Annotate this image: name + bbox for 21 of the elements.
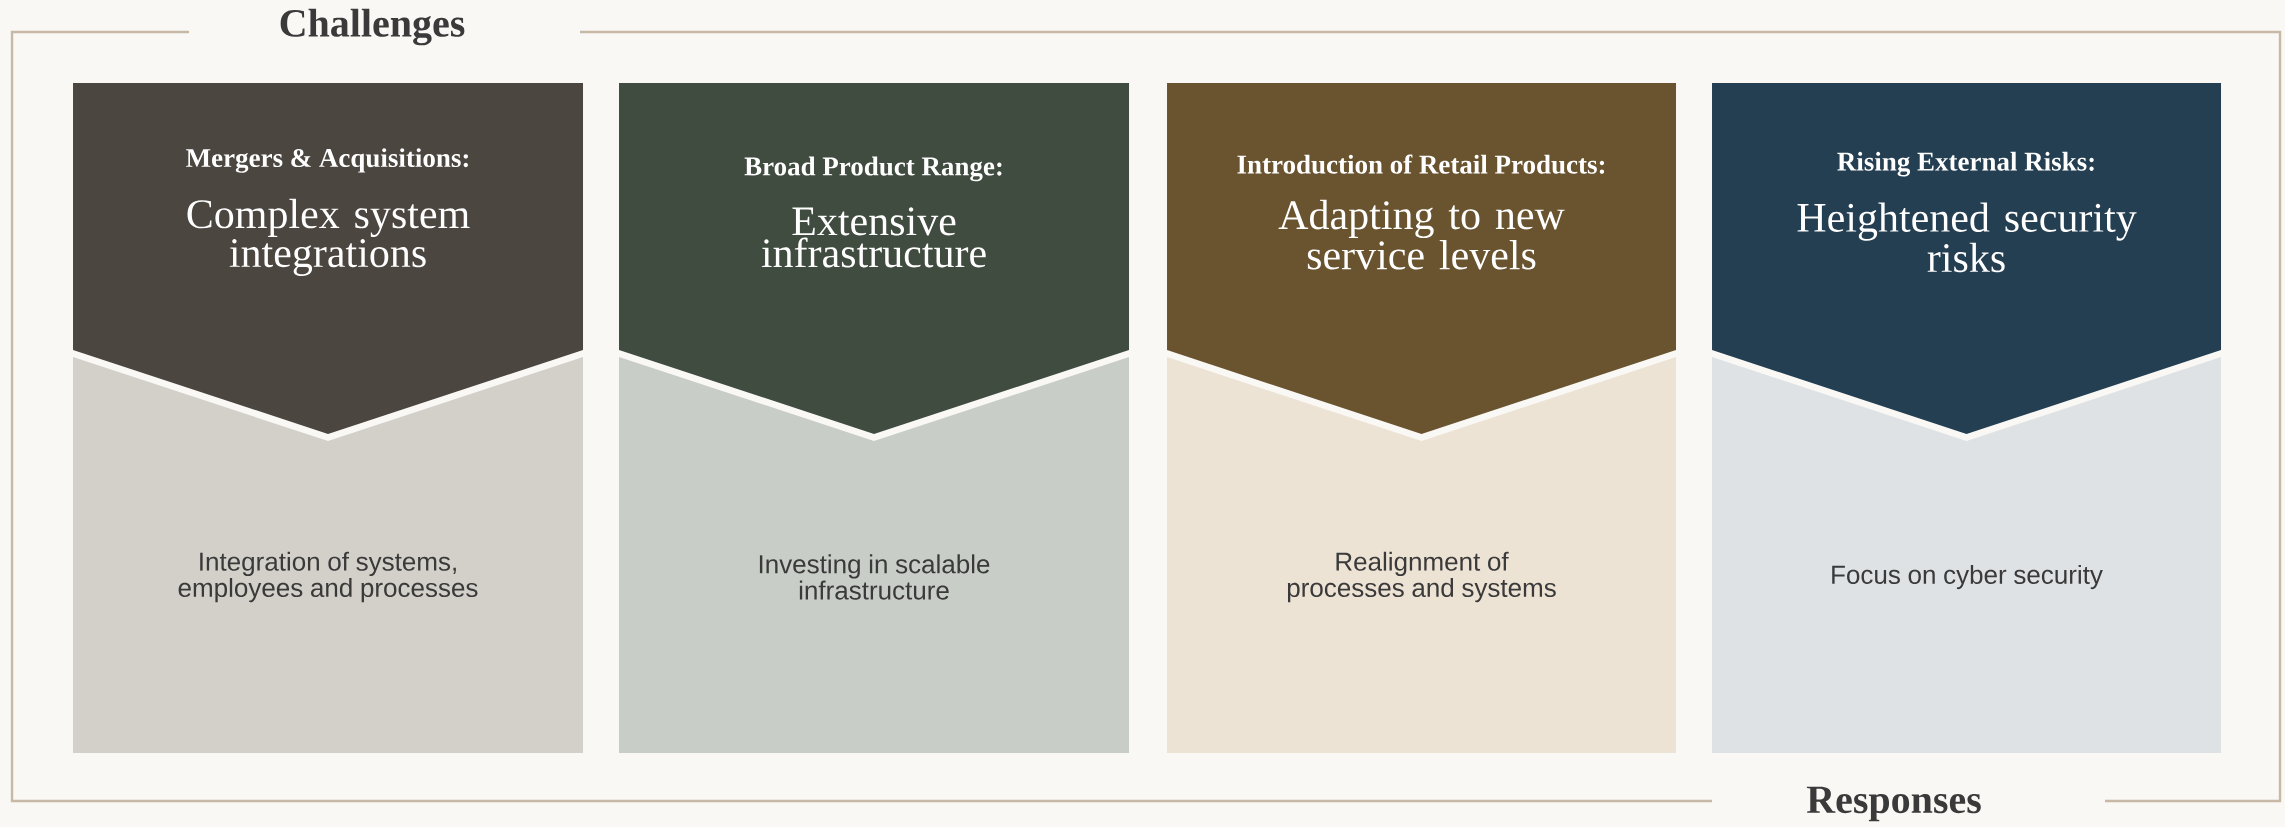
- box-heading: Rising External Risks:: [1837, 151, 2094, 177]
- chevron-box: [619, 83, 1129, 434]
- box-title: Complex system integrations: [187, 198, 470, 276]
- chevron-box: [73, 83, 583, 434]
- response-box: [73, 357, 583, 753]
- response-box: [619, 357, 1129, 753]
- box-heading: Introduction of Retail Products:: [1237, 154, 1605, 174]
- box-title: Adapting to new service levels: [1278, 199, 1565, 270]
- response-text: Investing in scalable infrastructure: [759, 554, 990, 600]
- response-box: [1167, 357, 1676, 753]
- response-text: Integration of systems, employees and processes: [178, 551, 478, 603]
- response-text: Focus on cyber security: [1832, 564, 2103, 590]
- response-text: Realignment of processes and systems: [1287, 551, 1556, 603]
- chevron-box: [1712, 83, 2221, 434]
- box-title: Extensive infrastructure: [761, 207, 986, 268]
- box-heading: Mergers & Acquisitions:: [186, 148, 468, 173]
- chevron-box: [1167, 83, 1676, 434]
- box-heading: Broad Product Range:: [744, 156, 1002, 182]
- box-title: Heightened security risks: [1797, 202, 2137, 273]
- response-box: [1712, 357, 2221, 753]
- section-title: Challenges: [280, 8, 465, 46]
